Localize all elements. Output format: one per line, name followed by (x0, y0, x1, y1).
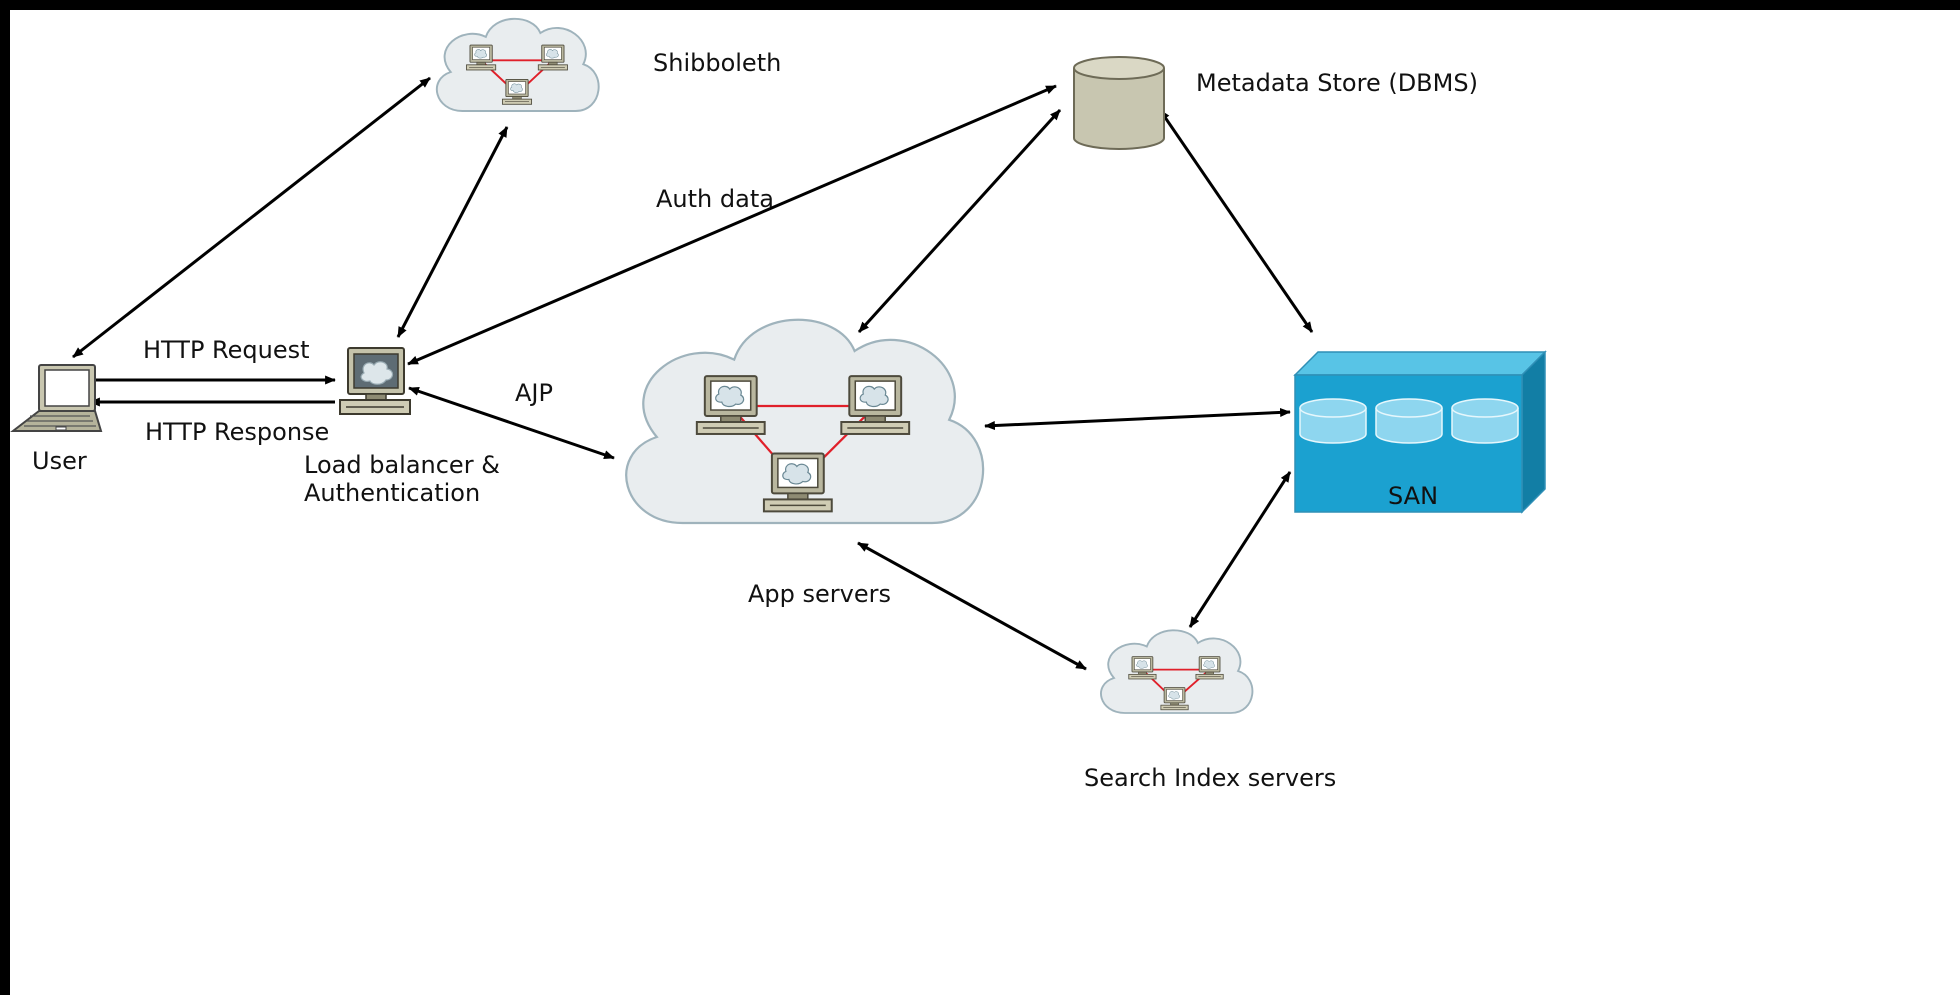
app-servers-label: App servers (748, 580, 891, 608)
connectors (72, 76, 1314, 671)
http-request-label: HTTP Request (143, 336, 310, 364)
auth-data-label: Auth data (656, 185, 774, 213)
database-cylinder-icon (1073, 56, 1165, 150)
arrow-metadata-appservers (857, 108, 1062, 334)
arrow-san-searchindex (1188, 471, 1292, 628)
san-node (1293, 350, 1547, 514)
network-cloud-icon (435, 17, 600, 112)
arrow-loadbalancer-appservers (408, 386, 615, 460)
shibboleth-node (435, 17, 600, 112)
arrow-appservers-san (984, 407, 1291, 431)
ajp-label: AJP (515, 379, 553, 407)
arrow-shibboleth-loadbalancer (396, 126, 509, 338)
diagram-drawing (10, 17, 1547, 714)
laptop-icon (10, 364, 103, 432)
network-cloud-icon (1100, 629, 1254, 714)
search-index-label: Search Index servers (1084, 764, 1337, 792)
storage-array-icon (1293, 350, 1547, 514)
architecture-diagram: User Shibboleth Metadata Store (DBMS) Lo… (10, 10, 1960, 995)
server-terminal-icon (339, 347, 411, 415)
metadata-store-node (1073, 56, 1165, 150)
http-response-label: HTTP Response (145, 418, 330, 446)
san-label: SAN (1388, 482, 1439, 510)
arrow-appservers-searchindex (857, 541, 1087, 671)
load-balancer-node (339, 347, 411, 415)
metadata-store-label: Metadata Store (DBMS) (1196, 69, 1478, 97)
load-balancer-label-line1: Load balancer & (304, 451, 500, 479)
app-servers-node (625, 318, 985, 525)
search-index-node (1100, 629, 1254, 714)
network-cloud-icon (625, 318, 985, 525)
arrow-user-shibboleth (72, 76, 431, 359)
load-balancer-label-line2: Authentication (304, 479, 481, 507)
shibboleth-label: Shibboleth (653, 49, 782, 77)
user-label: User (32, 447, 87, 475)
user-node (10, 364, 103, 432)
arrow-metadata-san (1158, 109, 1314, 333)
